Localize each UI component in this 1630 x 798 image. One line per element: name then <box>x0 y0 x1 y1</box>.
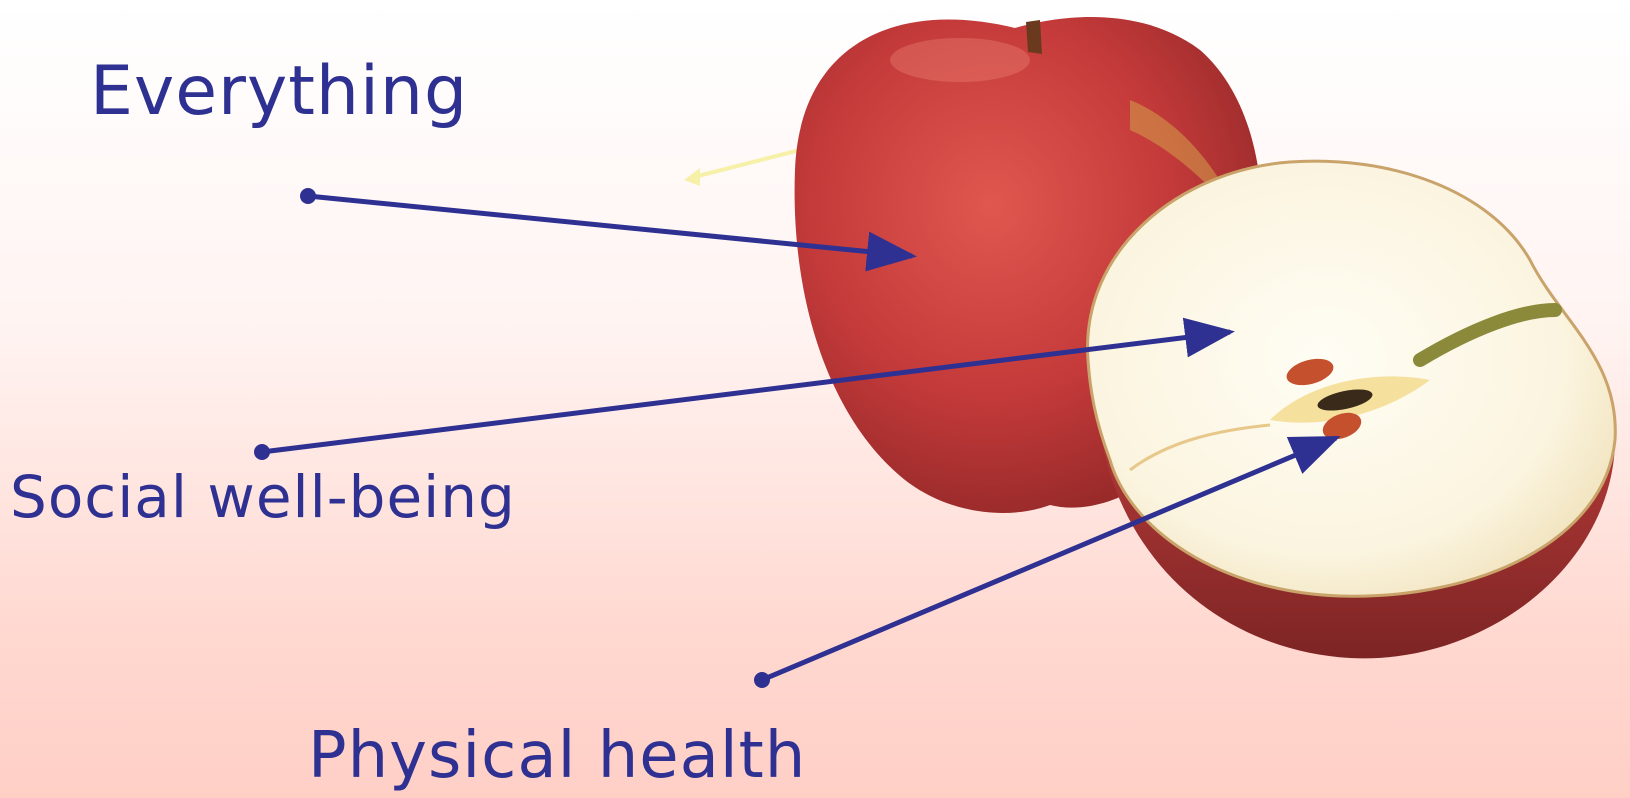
label-social-well-being: Social well-being <box>10 468 516 526</box>
faint-arrow <box>684 150 800 186</box>
cut-apple-half <box>1088 161 1616 658</box>
label-everything: Everything <box>90 58 468 126</box>
label-physical-health: Physical health <box>308 724 806 788</box>
apple-stem <box>1026 20 1042 54</box>
